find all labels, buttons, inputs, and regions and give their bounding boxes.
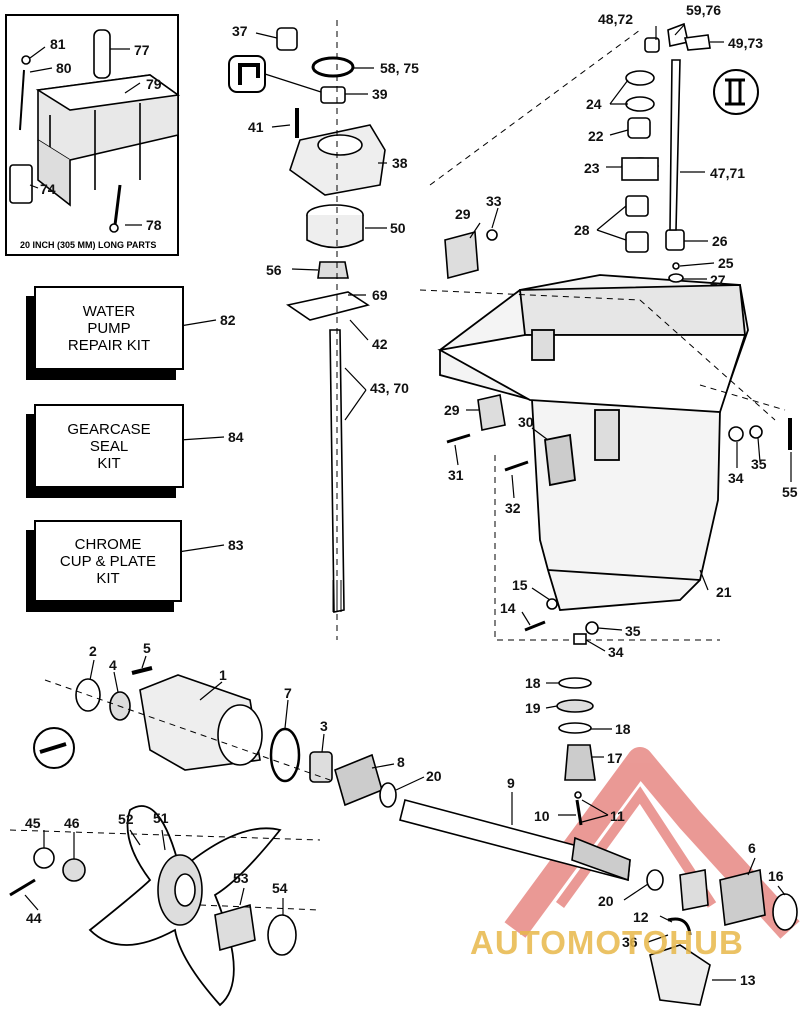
part-label: 19	[525, 700, 541, 716]
part-label: 20	[426, 768, 442, 784]
part-label: 18	[615, 721, 631, 737]
part-label: 27	[710, 272, 726, 288]
part-label: 47,71	[710, 165, 746, 181]
part-label: 29	[444, 402, 460, 418]
part-label: 81	[50, 36, 66, 52]
part-label: 44	[26, 910, 42, 926]
part-label: 15	[512, 577, 528, 593]
part-label: 23	[584, 160, 600, 176]
part-label: 36	[622, 934, 638, 950]
kit-line: WATER	[82, 302, 136, 320]
part-label: 32	[505, 500, 521, 516]
part-label: 2	[89, 643, 97, 659]
part-label: 13	[740, 972, 756, 988]
part-label: 12	[633, 909, 649, 925]
part-label: 6	[748, 840, 756, 856]
inset-parts	[9, 29, 181, 233]
upper-right-parts	[444, 22, 759, 283]
part-label: 14	[500, 600, 516, 616]
kit-line: CHROME	[74, 535, 142, 553]
kit-line: KIT	[97, 454, 121, 472]
part-label: 39	[372, 86, 388, 102]
part-label: 77	[134, 42, 150, 58]
part-label: 17	[607, 750, 623, 766]
kit-line: CUP & PLATE	[59, 552, 157, 570]
part-label: 30	[518, 414, 534, 430]
part-label: 58, 75	[380, 60, 419, 76]
kit-line: PUMP	[87, 319, 131, 337]
inset-note: 20 INCH (305 MM) LONG PARTS	[20, 240, 157, 250]
part-label: 82	[220, 312, 236, 328]
part-label: 46	[64, 815, 80, 831]
part-label: 53	[233, 870, 249, 886]
kit-line: REPAIR KIT	[67, 336, 151, 354]
part-label: 55	[782, 484, 798, 500]
part-label: 84	[228, 429, 244, 445]
part-label: 79	[146, 76, 162, 92]
part-label: 11	[610, 808, 625, 824]
part-label: 29	[455, 206, 471, 222]
part-label: 10	[534, 808, 550, 824]
part-label: 83	[228, 537, 244, 553]
lower-parts	[9, 666, 798, 1007]
part-label: 28	[574, 222, 590, 238]
part-label: 49,73	[728, 35, 764, 51]
part-label: 7	[284, 685, 292, 701]
part-label: 69	[372, 287, 388, 303]
part-label: 38	[392, 155, 408, 171]
part-label: 80	[56, 60, 72, 76]
part-label: 26	[712, 233, 728, 249]
part-label: 5	[143, 640, 151, 656]
part-label: 35	[751, 456, 767, 472]
part-label: 45	[25, 815, 41, 831]
part-label: 43, 70	[370, 380, 409, 396]
part-label: 22	[588, 128, 604, 144]
part-label: 48,72	[598, 11, 634, 27]
part-label: 3	[320, 718, 328, 734]
part-label: 8	[397, 754, 405, 770]
part-label: 33	[486, 193, 502, 209]
part-label: 9	[507, 775, 515, 791]
water-pump-parts	[228, 27, 386, 613]
part-label: 1	[219, 667, 227, 683]
part-label: 54	[272, 880, 288, 896]
part-label: 51	[153, 810, 169, 826]
part-label: 34	[728, 470, 744, 486]
part-label: 41	[248, 119, 264, 135]
part-label: 52	[118, 811, 134, 827]
part-label: 18	[525, 675, 541, 691]
part-label: 24	[586, 96, 602, 112]
part-label: 59,76	[686, 2, 722, 18]
kit-line: SEAL	[89, 437, 129, 455]
part-label: 78	[146, 217, 162, 233]
part-label: 74	[40, 181, 56, 197]
part-label: 25	[718, 255, 734, 271]
part-label: 56	[266, 262, 282, 278]
gearcase-housing	[437, 274, 749, 611]
kit-line: GEARCASE	[67, 420, 151, 438]
part-label: 16	[768, 868, 784, 884]
part-label: 37	[232, 23, 248, 39]
part-label: 21	[716, 584, 732, 600]
part-label: 42	[372, 336, 388, 352]
part-label: 35	[625, 623, 641, 639]
kit-line: KIT	[96, 569, 120, 587]
part-label: 20	[598, 893, 614, 909]
part-label: 4	[109, 657, 117, 673]
part-label: 31	[448, 467, 464, 483]
watermark-text: AUTOMOTOHUB	[470, 924, 744, 961]
part-label: 50	[390, 220, 406, 236]
part-label: 34	[608, 644, 624, 660]
